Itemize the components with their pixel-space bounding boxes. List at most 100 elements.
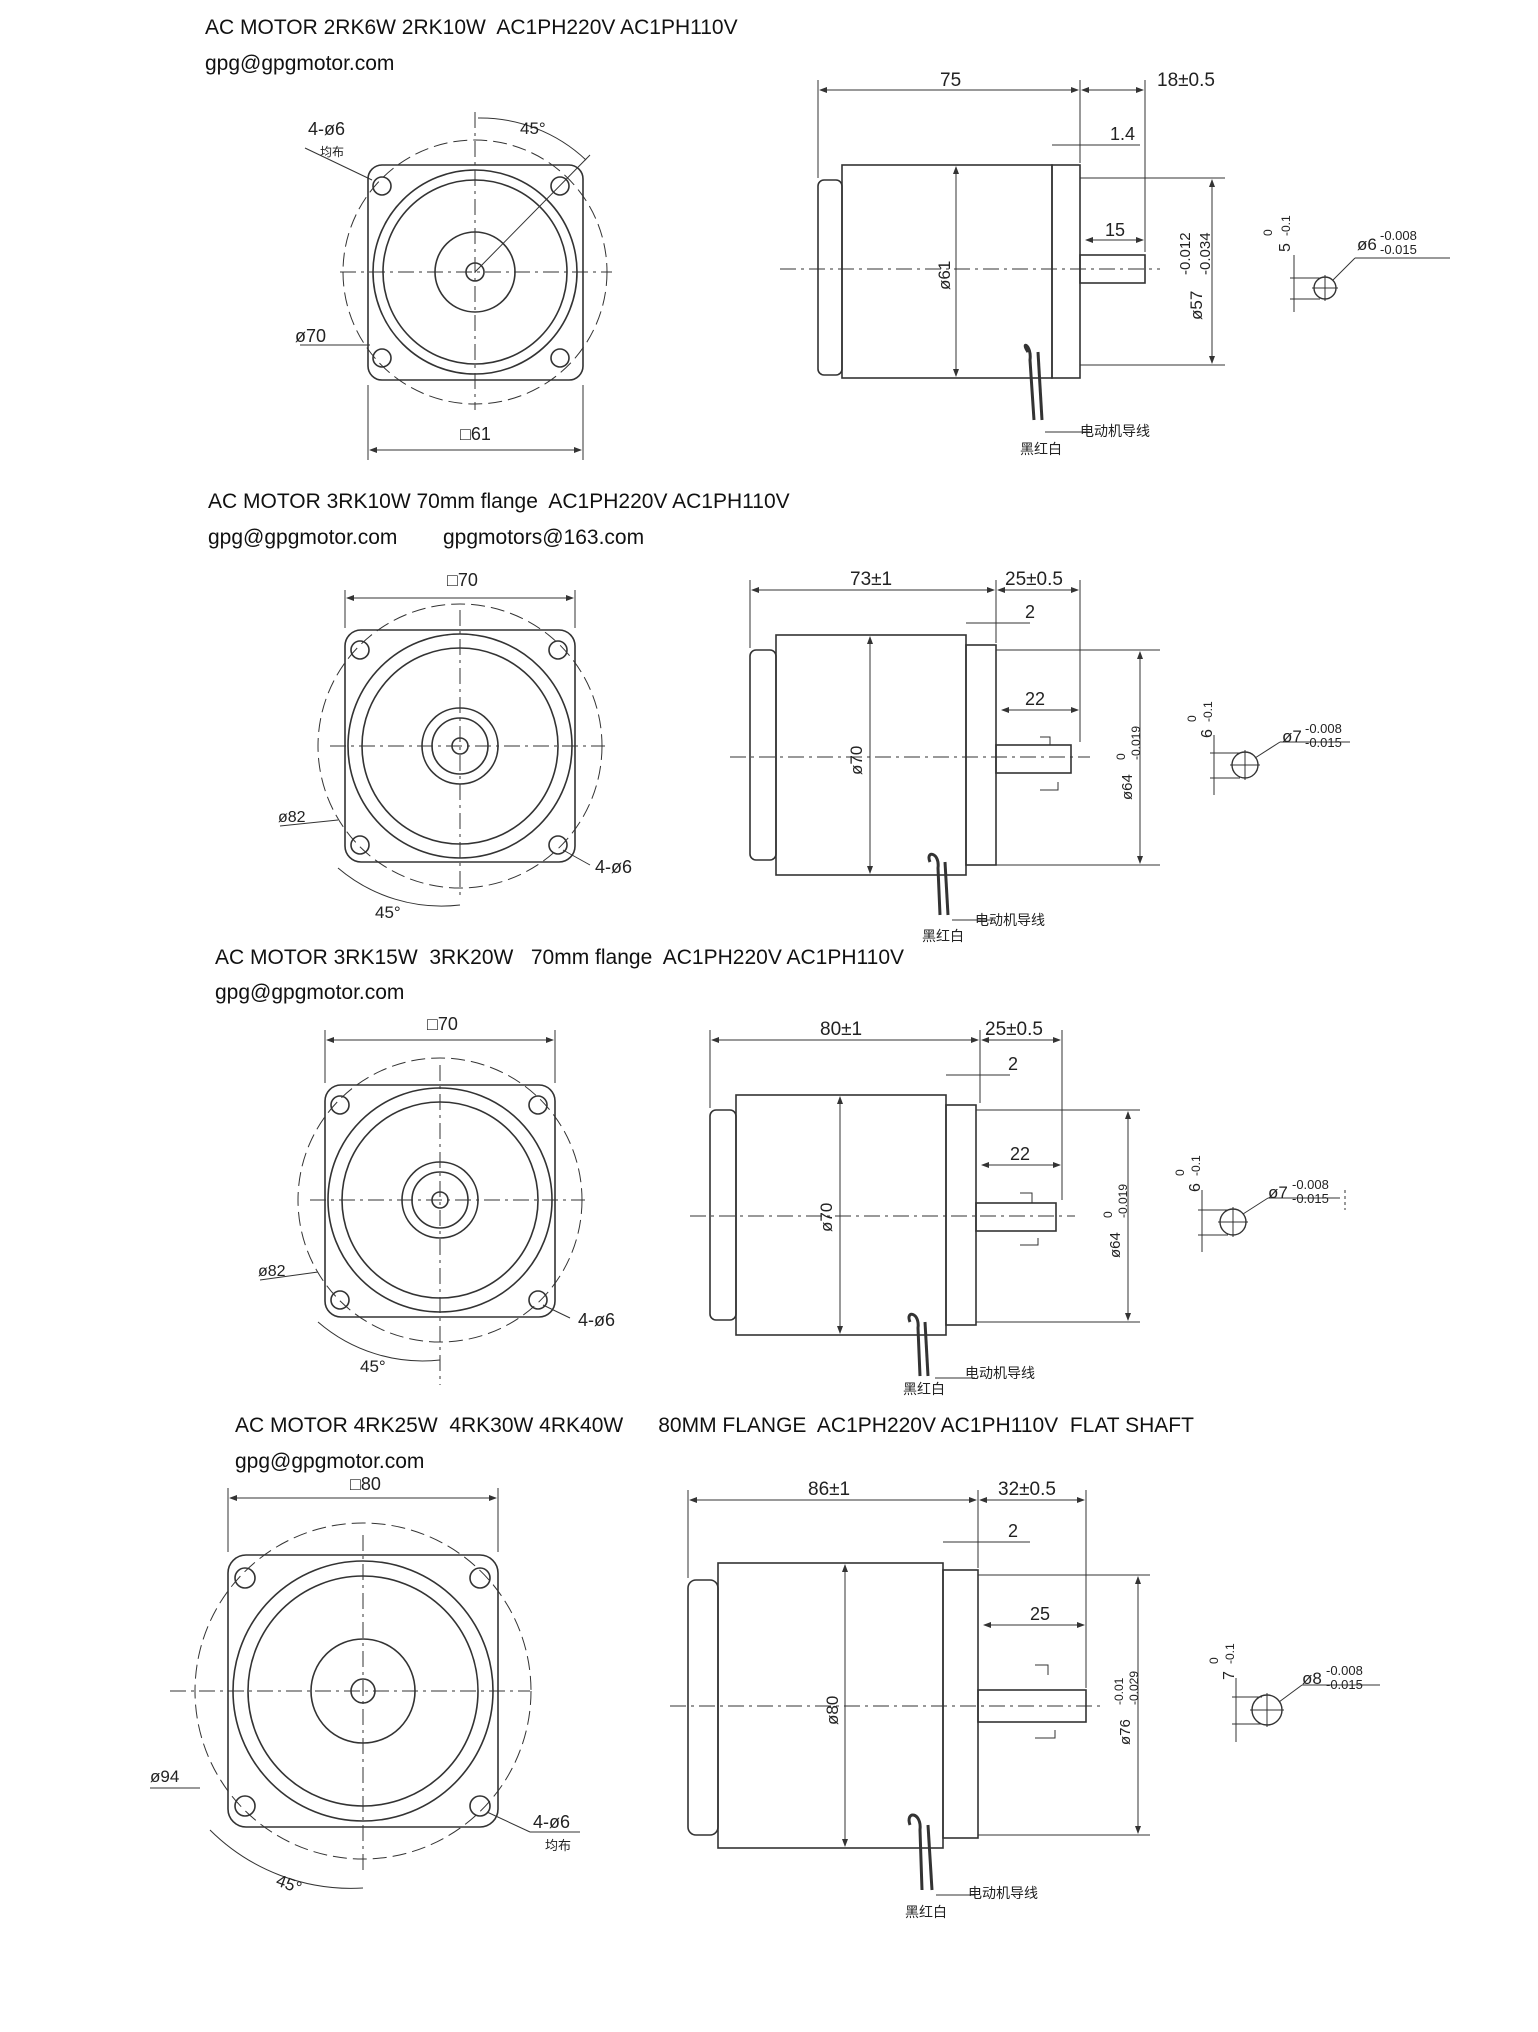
side3-wire-colors: 黑红白 <box>903 1381 945 1397</box>
side-view-1 <box>780 80 1225 433</box>
section-1-email[interactable]: gpg@gpgmotor.com <box>205 52 395 75</box>
shaft-section-2 <box>1210 735 1350 795</box>
front3-holes-label: 4-ø6 <box>578 1310 615 1330</box>
side1-shaft-length: 18±0.5 <box>1157 70 1215 91</box>
side1-pilot-dia: ø57 <box>1187 291 1206 320</box>
section-2-email-alt[interactable]: gpgmotors@163.com <box>443 526 645 549</box>
shaft4-flat-tol-top: 0 <box>1207 1657 1221 1664</box>
shaft1-flat: 5 <box>1277 243 1294 252</box>
side1-flange-offset: 1.4 <box>1110 124 1135 144</box>
side2-lead-label: 电动机导线 <box>975 912 1045 928</box>
shaft3-flat-tol-top: 0 <box>1173 1169 1187 1176</box>
front3-angle-label: 45° <box>360 1357 386 1376</box>
side4-lead-label: 电动机导线 <box>968 1885 1038 1901</box>
side3-flange-offset: 2 <box>1008 1054 1018 1074</box>
side3-pilot-dia: ø64 <box>1107 1232 1124 1258</box>
shaft3-flat: 6 <box>1187 1183 1204 1192</box>
side2-pilot-tol-upper: 0 <box>1114 753 1128 760</box>
side4-body-dia: ø80 <box>823 1696 842 1725</box>
front3-square-label: □70 <box>427 1014 458 1034</box>
shaft2-flat: 6 <box>1199 729 1216 738</box>
shaft4-dia-tol-upper: -0.008 <box>1326 1663 1363 1678</box>
side3-body-dia: ø70 <box>817 1203 836 1232</box>
shaft1-flat-tol: -0.1 <box>1279 215 1293 236</box>
side1-pilot-tol-upper: -0.012 <box>1177 232 1194 275</box>
front-view-4 <box>150 1488 580 1889</box>
side4-flange-offset: 2 <box>1008 1521 1018 1541</box>
side1-lead-label: 电动机导线 <box>1080 423 1150 439</box>
shaft4-dia: ø8 <box>1302 1669 1322 1688</box>
front4-holes-note: 均布 <box>545 1838 571 1853</box>
shaft-section-4 <box>1232 1678 1380 1742</box>
shaft2-flat-tol: -0.1 <box>1201 701 1215 722</box>
shaft3-dia: ø7 <box>1268 1183 1288 1202</box>
side3-pilot-tol-lower: -0.019 <box>1116 1184 1130 1218</box>
side3-lead-label: 电动机导线 <box>965 1365 1035 1381</box>
section-3-email[interactable]: gpg@gpgmotor.com <box>215 981 405 1004</box>
side2-body-length: 73±1 <box>850 569 892 590</box>
front1-circle-label: ø70 <box>295 326 326 346</box>
side-view-4 <box>670 1490 1150 1896</box>
shaft2-dia: ø7 <box>1282 727 1302 746</box>
shaft-section-1 <box>1290 255 1450 312</box>
side2-shaft-length: 25±0.5 <box>1005 569 1063 590</box>
section-4-email[interactable]: gpg@gpgmotor.com <box>235 1450 425 1473</box>
shaft3-dia-tol-lower: -0.015 <box>1292 1191 1329 1206</box>
side3-pilot-tol-upper: 0 <box>1101 1211 1115 1218</box>
front2-square-label: □70 <box>447 570 478 590</box>
side4-flat-length: 25 <box>1030 1604 1050 1624</box>
side-view-2 <box>730 580 1160 921</box>
side3-flat-length: 22 <box>1010 1144 1030 1164</box>
front3-circle-label: ø82 <box>258 1263 286 1280</box>
side2-flange-offset: 2 <box>1025 602 1035 622</box>
section-2-email[interactable]: gpg@gpgmotor.com <box>208 526 398 549</box>
side4-pilot-tol-lower: -0.029 <box>1127 1671 1141 1705</box>
shaft3-flat-tol: -0.1 <box>1189 1155 1203 1176</box>
side1-pilot-tol-lower: -0.034 <box>1197 232 1214 275</box>
side2-pilot-dia: ø64 <box>1119 774 1136 800</box>
side2-body-dia: ø70 <box>847 746 866 775</box>
front2-angle-label: 45° <box>375 903 401 922</box>
side1-wire-colors: 黑红白 <box>1020 441 1062 457</box>
front4-angle-label: 45° <box>274 1871 305 1898</box>
shaft-section-3 <box>1198 1190 1346 1252</box>
side1-body-dia: ø61 <box>935 261 954 290</box>
front1-holes-note: 均布 <box>320 145 344 159</box>
side4-pilot-tol-upper: -0.01 <box>1112 1677 1126 1705</box>
side3-body-length: 80±1 <box>820 1019 862 1040</box>
shaft1-dia: ø6 <box>1357 235 1377 254</box>
side3-shaft-length: 25±0.5 <box>985 1019 1043 1040</box>
shaft3-dia-tol-upper: -0.008 <box>1292 1177 1329 1192</box>
side2-flat-length: 22 <box>1025 689 1045 709</box>
shaft4-dia-tol-lower: -0.015 <box>1326 1677 1363 1692</box>
shaft4-flat-tol: -0.1 <box>1223 1643 1237 1664</box>
front1-holes-label: 4-ø6 <box>308 119 345 139</box>
front4-holes-label: 4-ø6 <box>533 1812 570 1832</box>
side4-wire-colors: 黑红白 <box>905 1904 947 1920</box>
shaft1-dia-tol-upper: -0.008 <box>1380 228 1417 243</box>
section-1-title: AC MOTOR 2RK6W 2RK10W AC1PH220V AC1PH110… <box>205 16 738 39</box>
section-4-title: AC MOTOR 4RK25W 4RK30W 4RK40W 80MM FLANG… <box>235 1414 1194 1437</box>
front-view-3 <box>259 1030 585 1385</box>
side1-flat-length: 15 <box>1105 220 1125 240</box>
front2-holes-label: 4-ø6 <box>595 857 632 877</box>
front-view-2 <box>279 590 605 907</box>
shaft4-flat: 7 <box>1221 1671 1238 1680</box>
shaft1-dia-tol-lower: -0.015 <box>1380 242 1417 257</box>
section-2-title: AC MOTOR 3RK10W 70mm flange AC1PH220V AC… <box>208 490 790 513</box>
shaft2-dia-tol-lower: -0.015 <box>1305 735 1342 750</box>
front4-square-label: □80 <box>350 1474 381 1494</box>
front1-square-label: □61 <box>460 424 491 444</box>
side2-pilot-tol-lower: -0.019 <box>1129 726 1143 760</box>
side2-wire-colors: 黑红白 <box>922 928 964 944</box>
shaft2-flat-tol-top: 0 <box>1185 715 1199 722</box>
front2-circle-label: ø82 <box>278 809 306 826</box>
shaft2-dia-tol-upper: -0.008 <box>1305 721 1342 736</box>
front1-angle-label: 45° <box>520 119 546 138</box>
side4-shaft-length: 32±0.5 <box>998 1479 1056 1500</box>
side4-body-length: 86±1 <box>808 1479 850 1500</box>
shaft1-flat-tol-top: 0 <box>1261 229 1275 236</box>
side4-pilot-dia: ø76 <box>1117 1719 1134 1745</box>
front-view-1 <box>300 112 612 460</box>
